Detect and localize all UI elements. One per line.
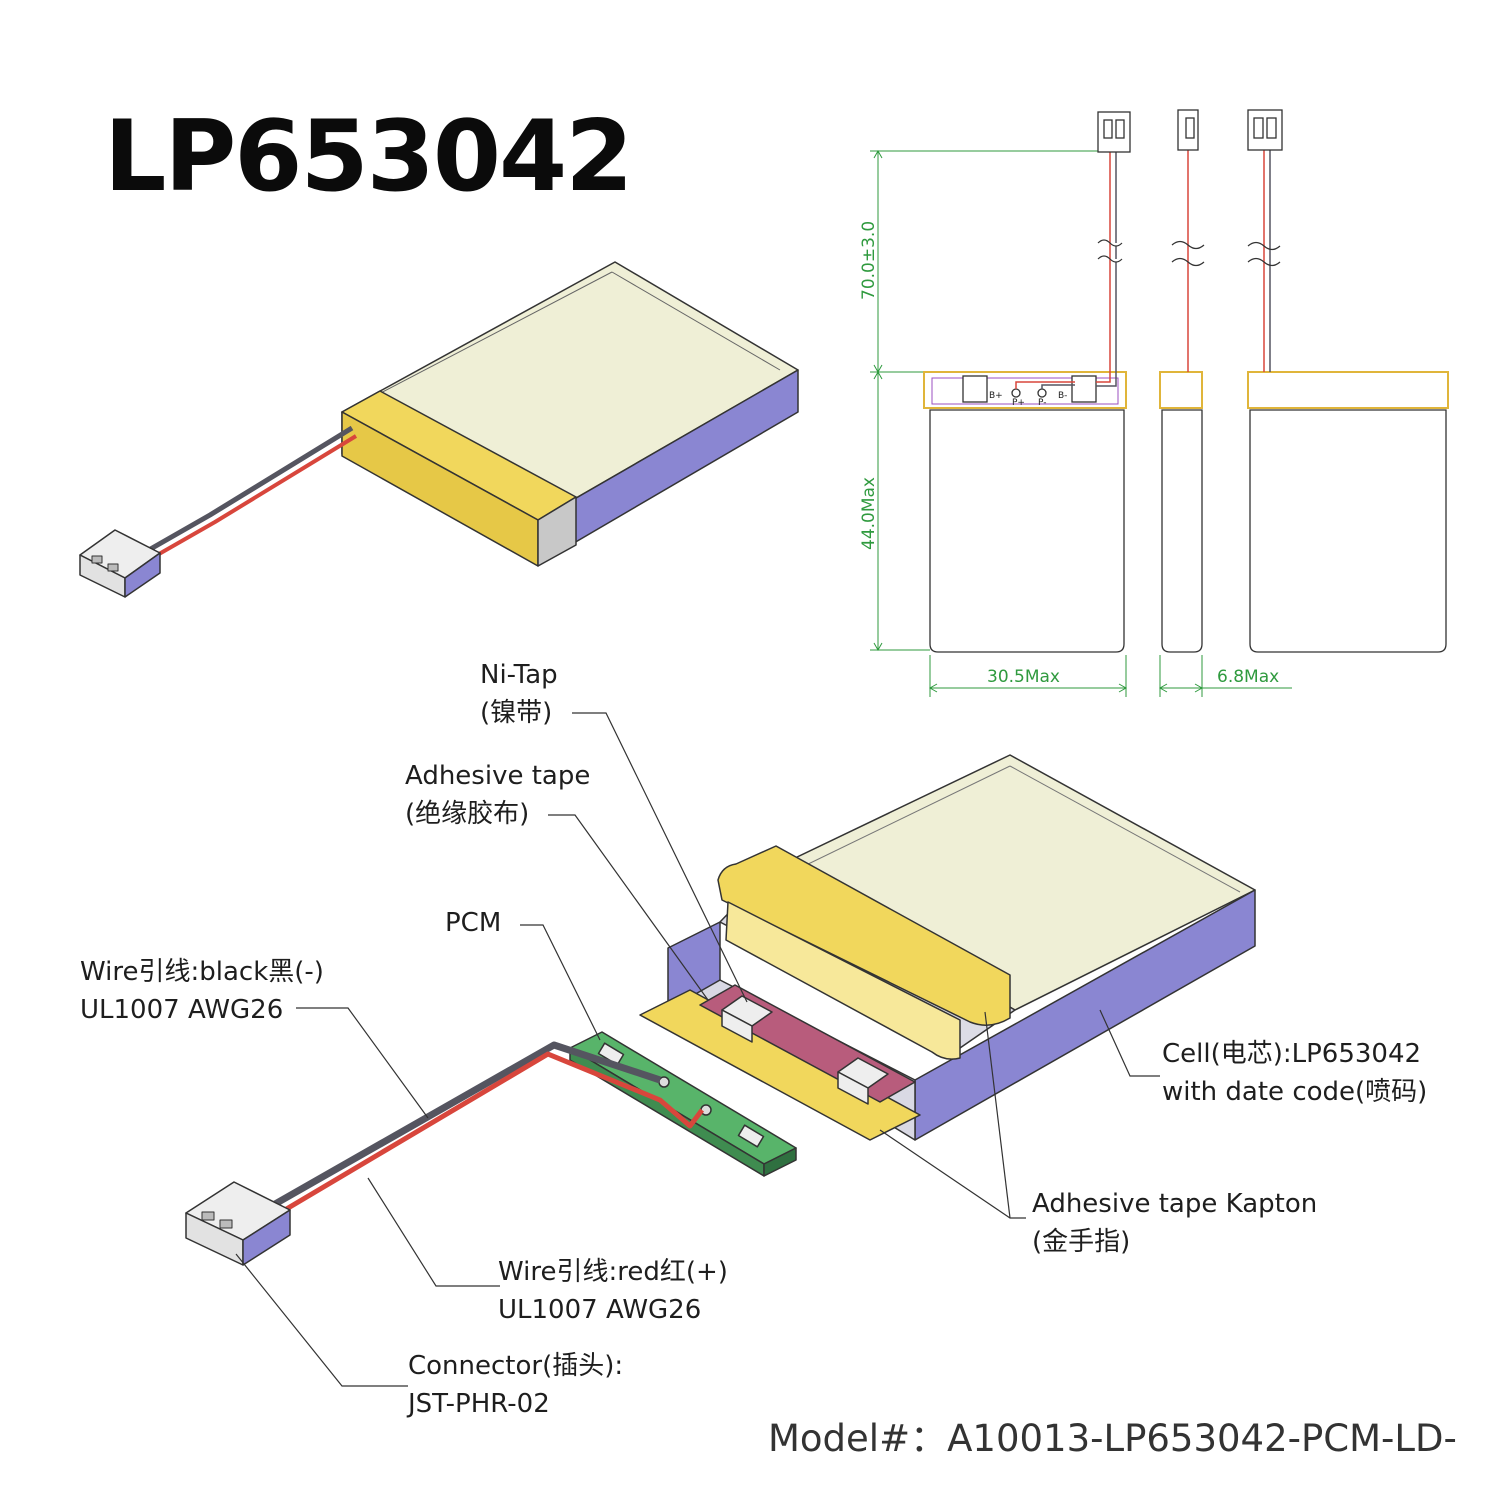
dim-wire-length: 70.0±3.0 <box>859 221 879 300</box>
leader-pcm <box>520 924 601 1041</box>
leader-adhesive <box>548 814 709 1001</box>
pad-b-plus: B+ <box>989 391 1003 401</box>
wire-red-3d <box>144 434 358 564</box>
dim-cell-width: 30.5Max <box>987 667 1060 687</box>
pad-p-minus: P- <box>1038 398 1046 408</box>
leader-cell <box>1099 1009 1160 1077</box>
callout-wire-black: Wire引线:black黑(-) UL1007 AWG26 <box>80 957 324 1025</box>
pad-p-plus: P+ <box>1012 398 1025 408</box>
wire-black-3d <box>138 425 354 558</box>
pad-b-minus: B- <box>1058 391 1067 401</box>
callout-ni-tap: Ni-Tap (镍带) <box>480 660 558 728</box>
back-view <box>1247 109 1449 653</box>
dim-cell-thickness: 6.8Max <box>1217 667 1279 687</box>
model-number: Model#：A10013-LP653042-PCM-LD- <box>768 1417 1457 1460</box>
leader-ni-tap <box>572 712 748 1003</box>
technical-drawing: 70.0±3.0 44.0Max 30.5Max 6.8Max <box>859 109 1449 697</box>
callout-wire-red: Wire引线:red红(+) UL1007 AWG26 <box>498 1257 728 1325</box>
pcm-board-end <box>763 1147 797 1177</box>
kapton-base-tape <box>639 989 921 1141</box>
leader-kapton-2 <box>984 1011 1011 1219</box>
connector-3d-side <box>124 552 161 598</box>
dimension-lines <box>870 149 1292 697</box>
leader-connector <box>235 1253 408 1387</box>
callout-kapton: Adhesive tape Kapton (金手指) <box>1032 1189 1318 1257</box>
battery-3d-view <box>79 261 799 598</box>
side-view <box>1159 109 1205 653</box>
callout-pcm: PCM <box>445 908 502 938</box>
wrap-tape <box>717 845 1011 1026</box>
leader-wire-black <box>296 1007 429 1119</box>
front-view <box>923 111 1131 653</box>
page-title: LP653042 <box>104 100 633 214</box>
wire-black <box>266 1041 662 1212</box>
exploded-assembly <box>185 754 1256 1266</box>
wire-red <box>276 1051 704 1217</box>
callout-adhesive-tape: Adhesive tape (绝缘胶布) <box>405 761 591 829</box>
ni-tabs <box>721 995 889 1105</box>
dim-cell-length: 44.0Max <box>859 477 879 550</box>
callout-leaders <box>235 712 1160 1387</box>
callout-connector: Connector(插头): JST-PHR-02 <box>408 1351 624 1419</box>
pcm-tape-end <box>537 496 577 567</box>
connector-side <box>242 1209 291 1266</box>
callout-cell: Cell(电芯):LP653042 with date code(喷码) <box>1162 1039 1428 1107</box>
leader-wire-red <box>367 1177 500 1287</box>
